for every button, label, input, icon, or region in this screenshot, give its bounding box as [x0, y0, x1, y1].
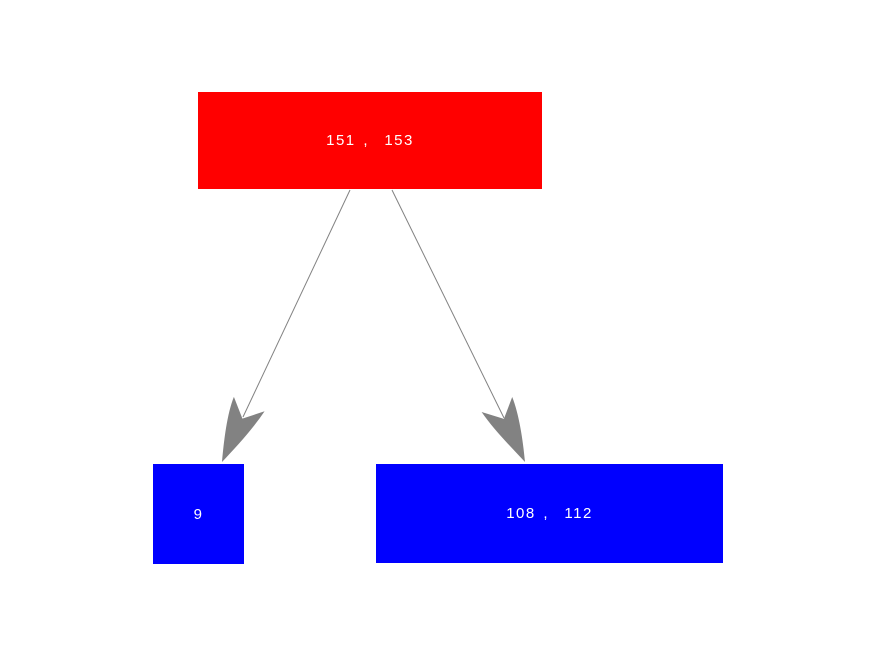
- node-right-child-label: 108 , 112: [506, 505, 593, 522]
- arrowhead-root-to-left-child-icon: [222, 396, 265, 462]
- node-root: 151 , 153: [198, 92, 542, 189]
- edge-line-root-to-right-child: [391, 189, 505, 419]
- arrowhead-root-to-right-child-icon: [481, 397, 525, 462]
- edge-line-root-to-left-child: [242, 189, 351, 418]
- node-root-label: 151 , 153: [326, 132, 414, 149]
- node-right-child: 108 , 112: [376, 464, 723, 563]
- node-left-child: 9: [153, 464, 244, 564]
- node-left-child-label: 9: [193, 505, 204, 523]
